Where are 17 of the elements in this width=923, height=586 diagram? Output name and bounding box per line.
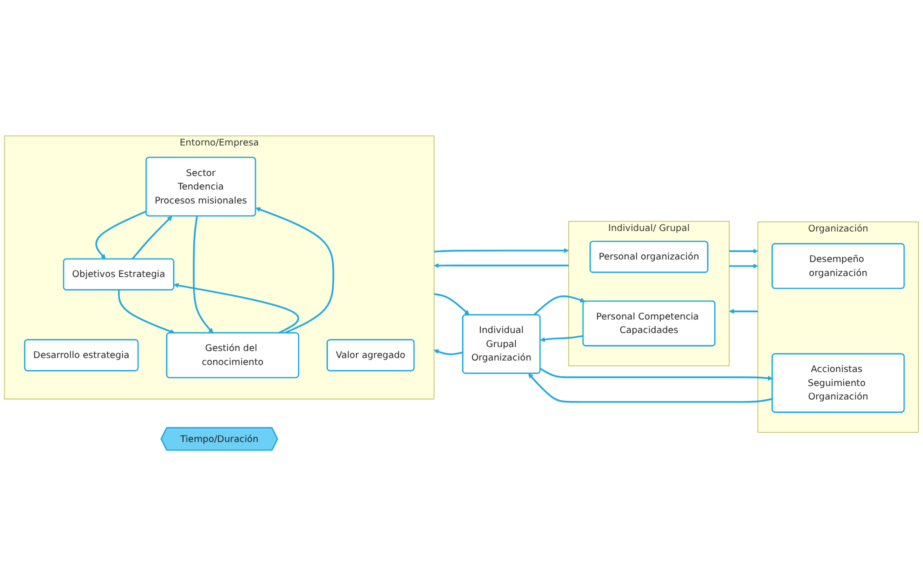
arrow xyxy=(118,290,176,334)
arrow xyxy=(729,248,758,254)
arrow xyxy=(540,335,584,342)
arrow xyxy=(434,263,569,268)
arrow xyxy=(528,373,773,403)
arrow xyxy=(540,368,773,381)
arrow xyxy=(256,207,334,334)
arrow xyxy=(192,216,214,334)
arrow xyxy=(434,349,463,356)
arrow xyxy=(95,210,147,260)
arrow xyxy=(174,283,300,334)
arrow xyxy=(533,295,586,316)
arrow xyxy=(728,308,758,314)
arrow xyxy=(132,216,172,260)
arrow xyxy=(434,248,569,254)
arrow xyxy=(434,293,470,316)
arrow xyxy=(729,264,758,269)
